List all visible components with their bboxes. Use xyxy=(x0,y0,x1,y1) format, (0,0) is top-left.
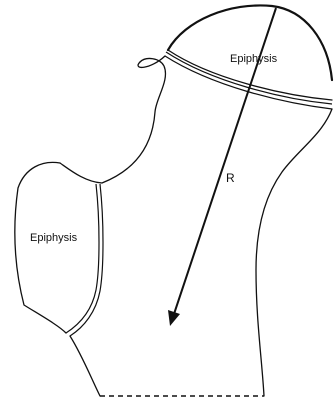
trochanter-epiphysis-outline xyxy=(15,162,66,333)
shaft-medial-contour xyxy=(256,109,332,396)
head-epiphysis-label: Epiphysis xyxy=(230,53,278,65)
shaft-lateral-contour xyxy=(70,336,100,396)
radius-label: R xyxy=(226,171,235,185)
trochanter-epiphysis-label: Epiphysis xyxy=(30,232,78,244)
radius-arrowhead xyxy=(168,310,180,326)
greater-trochanter-contour xyxy=(60,59,165,183)
femoral-head-arc xyxy=(168,5,332,80)
